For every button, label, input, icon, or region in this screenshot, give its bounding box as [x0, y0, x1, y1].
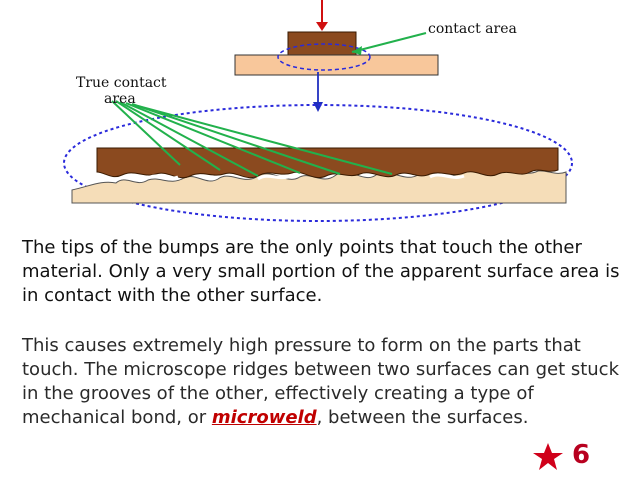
- surface-gap: [257, 174, 293, 181]
- pointer-true-contact: [119, 101, 259, 177]
- apparent-contact-ellipse-small: [277, 43, 371, 71]
- microweld-term: microweld: [211, 407, 317, 428]
- force-arrow-head: [316, 22, 328, 31]
- paragraph-2-outro: , between the surfaces.: [316, 407, 529, 428]
- star-icon: [533, 443, 563, 470]
- apparent-contact-ellipse-large: [63, 104, 573, 222]
- explanation-paragraph-1: The tips of the bumps are the only point…: [22, 237, 620, 306]
- zoom-arrow-head: [313, 102, 323, 112]
- paragraph-2-intro: This causes extremely high pressure to f…: [22, 335, 620, 428]
- pointer-contact-area-head: [352, 46, 362, 55]
- pointer-true-contact: [131, 103, 341, 175]
- pointer-true-contact: [125, 102, 301, 174]
- friction-contact-diagram: contact area True contact area: [63, 0, 573, 222]
- pointer-true-contact: [115, 100, 221, 171]
- upper-rough-block: [96, 147, 559, 179]
- pointer-true-contact: [137, 105, 393, 175]
- pointer-contact-area: [351, 32, 427, 53]
- base-plate: [234, 54, 439, 76]
- surface-gap: [429, 173, 465, 179]
- slide-number: 6: [572, 440, 591, 470]
- contact-area-label: contact area: [428, 21, 517, 37]
- slide-badge: [533, 443, 563, 470]
- surface-gap: [121, 174, 179, 180]
- explanation-paragraph-2: This causes extremely high pressure to f…: [22, 334, 622, 430]
- pointer-true-contact: [111, 100, 181, 166]
- true-contact-label-line1: True contact: [76, 75, 167, 91]
- true-contact-label-line2: area: [104, 91, 136, 107]
